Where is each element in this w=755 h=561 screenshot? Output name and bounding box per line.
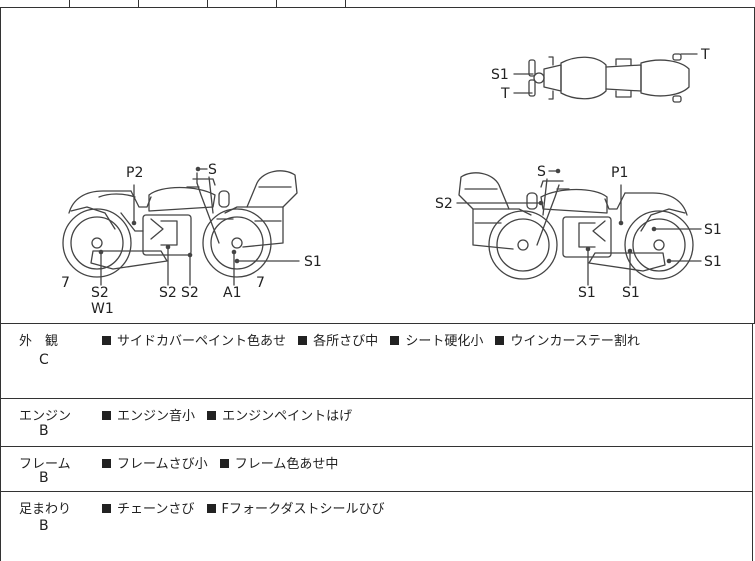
strip-cell bbox=[207, 0, 277, 7]
right-label-s1-a: S1 bbox=[704, 222, 722, 238]
left-label-w1: W1 bbox=[91, 301, 114, 317]
bullet-square-icon bbox=[207, 411, 217, 420]
section-notes: サイドカバーペイント色あせ 各所さび中 シート硬化小 ウインカーステー割れ bbox=[102, 330, 640, 349]
top-view-label-t-left: T bbox=[501, 86, 510, 102]
left-label-p2: P2 bbox=[126, 165, 144, 181]
section-row-suspension: 足まわり B チェーンさび Fフォークダストシールひび bbox=[0, 492, 753, 561]
section-grade: B bbox=[39, 518, 49, 534]
right-label-s1-c: S1 bbox=[578, 285, 596, 301]
left-label-s2-c: S2 bbox=[181, 285, 199, 301]
right-label-s1-b: S1 bbox=[704, 254, 722, 270]
motorcycle-drawings bbox=[62, 53, 702, 286]
note-item: シート硬化小 bbox=[405, 334, 484, 349]
section-category: 足まわり bbox=[19, 502, 72, 517]
right-label-s2: S2 bbox=[435, 196, 453, 212]
bullet-square-icon bbox=[298, 336, 308, 345]
note-item: エンジン音小 bbox=[117, 409, 196, 424]
strip-cell bbox=[0, 0, 70, 7]
left-label-s1: S1 bbox=[304, 254, 322, 270]
top-view-leaders bbox=[513, 53, 698, 94]
bullet-square-icon bbox=[206, 504, 216, 513]
right-label-p1: P1 bbox=[611, 165, 629, 181]
section-category: 外 観 bbox=[19, 334, 59, 349]
left-label-7-right: 7 bbox=[256, 275, 265, 291]
note-item: 各所さび中 bbox=[313, 334, 379, 349]
left-label-s-top: S bbox=[208, 162, 217, 178]
left-label-7-left: 7 bbox=[61, 275, 70, 291]
top-view-label-s1: S1 bbox=[491, 67, 509, 83]
top-view-bike bbox=[528, 53, 690, 103]
section-grade: B bbox=[39, 470, 49, 486]
right-label-s-top: S bbox=[537, 164, 546, 180]
bullet-square-icon bbox=[102, 411, 111, 420]
note-item: フレームさび小 bbox=[117, 457, 208, 472]
bullet-square-icon bbox=[102, 336, 111, 345]
right-label-s1-d: S1 bbox=[622, 285, 640, 301]
section-grade: B bbox=[39, 423, 49, 439]
section-category: エンジン bbox=[19, 409, 72, 424]
left-side-bike bbox=[62, 170, 298, 278]
left-side-leaders bbox=[100, 168, 300, 286]
section-category: フレーム bbox=[19, 457, 71, 472]
note-item: サイドカバーペイント色あせ bbox=[117, 334, 287, 349]
left-label-s2-b: S2 bbox=[159, 285, 177, 301]
top-view-label-t-right: T bbox=[701, 47, 710, 63]
section-notes: エンジン音小 エンジンペイントはげ bbox=[102, 405, 352, 424]
section-row-engine: エンジン B エンジン音小 エンジンペイントはげ bbox=[0, 399, 753, 447]
damage-diagram: S1 T T P2 S S1 7 S2 W1 S2 S2 A1 7 S P1 S… bbox=[0, 7, 755, 324]
section-grade: C bbox=[39, 352, 49, 368]
bullet-square-icon bbox=[495, 336, 505, 345]
strip-cell bbox=[138, 0, 208, 7]
right-side-bike bbox=[458, 172, 694, 280]
section-notes: チェーンさび Fフォークダストシールひび bbox=[102, 498, 384, 517]
note-item: ウインカーステー割れ bbox=[510, 334, 640, 349]
note-item: フレーム色あせ中 bbox=[234, 457, 339, 472]
left-label-s2-a: S2 bbox=[91, 285, 109, 301]
section-notes: フレームさび小 フレーム色あせ中 bbox=[102, 453, 338, 472]
right-side-markers bbox=[538, 168, 672, 264]
bullet-square-icon bbox=[102, 459, 111, 468]
note-item: Fフォークダストシールひび bbox=[221, 502, 385, 517]
bullet-square-icon bbox=[390, 336, 400, 345]
section-row-exterior: 外 観 C サイドカバーペイント色あせ 各所さび中 シート硬化小 ウインカーステ… bbox=[0, 324, 753, 399]
right-side-leaders bbox=[456, 170, 702, 286]
bullet-square-icon bbox=[219, 459, 229, 468]
note-item: エンジンペイントはげ bbox=[222, 409, 353, 424]
strip-cell bbox=[69, 0, 139, 7]
table-header-strip bbox=[0, 0, 755, 8]
left-label-a1: A1 bbox=[223, 285, 242, 301]
note-item: チェーンさび bbox=[117, 502, 195, 517]
strip-cell bbox=[276, 0, 346, 7]
section-row-frame: フレーム B フレームさび小 フレーム色あせ中 bbox=[0, 447, 753, 492]
bullet-square-icon bbox=[102, 504, 111, 513]
